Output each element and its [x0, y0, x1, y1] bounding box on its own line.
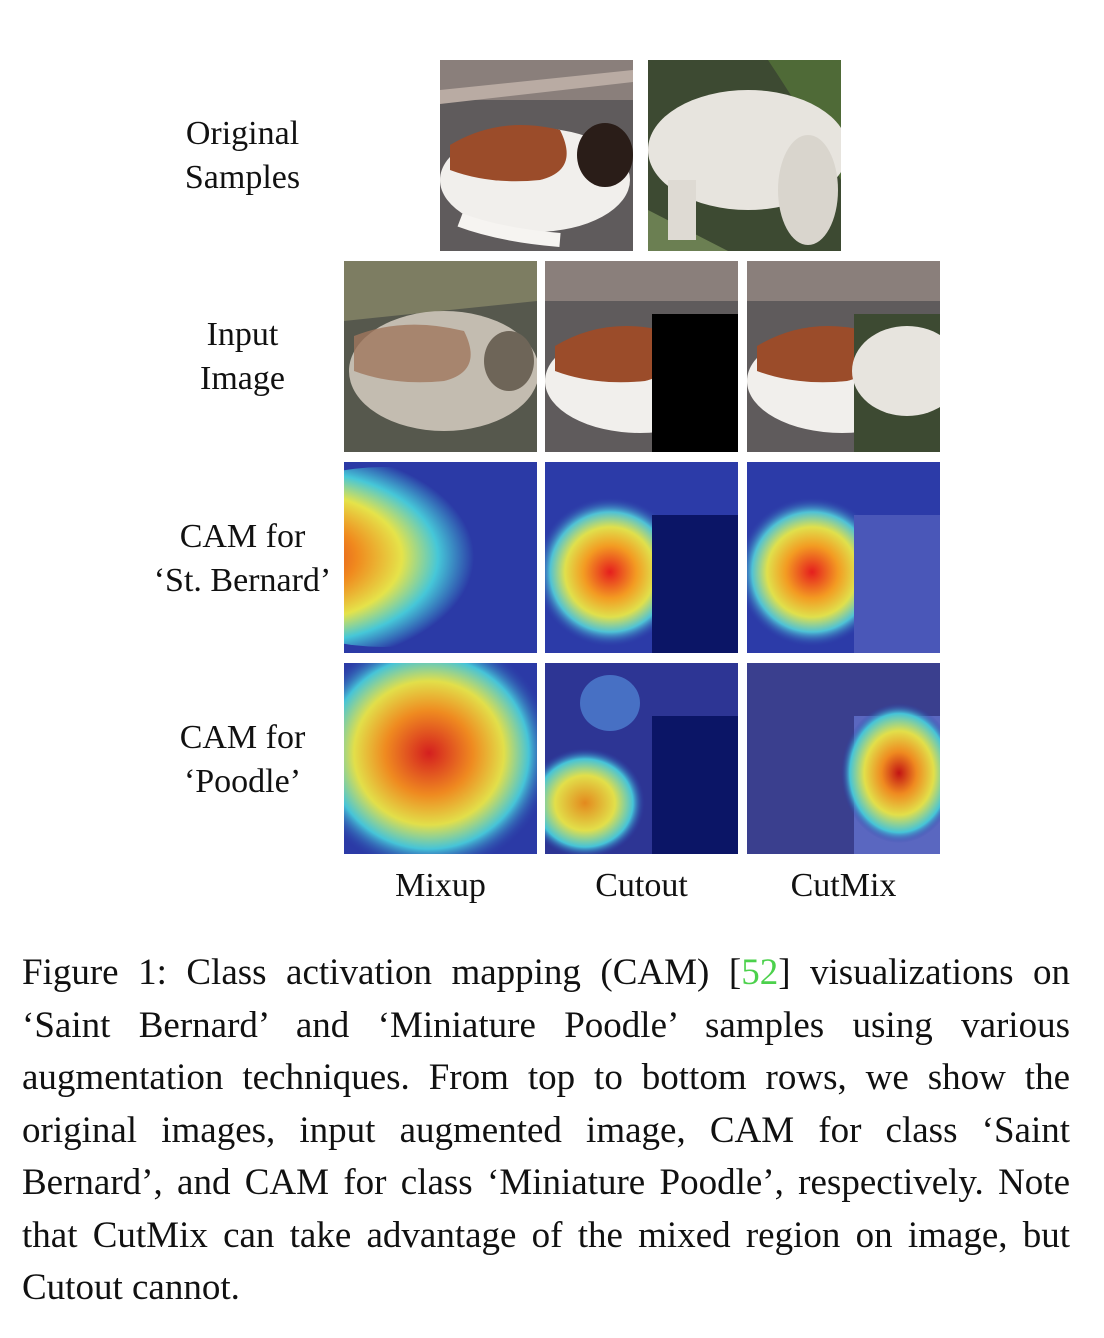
row-label-line: Input [206, 316, 279, 353]
cam-poodle-mixup [344, 663, 537, 854]
column-label-mixup: Mixup [395, 867, 486, 904]
input-mixup-image [344, 261, 537, 452]
row-label-line: ‘Poodle’ [183, 763, 302, 800]
row-label-line: CAM for [179, 719, 306, 756]
original-poodle-image [648, 60, 841, 251]
cam-poodle-cutmix [747, 663, 940, 854]
caption-prefix: Figure 1: Class activation mapping (CAM)… [22, 952, 742, 993]
citation-link[interactable]: 52 [741, 952, 779, 993]
row-label-line: Samples [184, 159, 301, 196]
row-label-input-image: Input Image [120, 313, 365, 401]
cam-st-bernard-cutmix [747, 462, 940, 653]
row-label-line: Original [185, 115, 300, 152]
row-label-line: ‘St. Bernard’ [153, 562, 332, 599]
input-cutout-image [545, 261, 738, 452]
cam-st-bernard-mixup [344, 462, 537, 653]
row-label-original-samples: Original Samples [120, 112, 365, 200]
row-label-line: CAM for [179, 518, 306, 555]
row-label-cam-poodle: CAM for ‘Poodle’ [120, 716, 365, 804]
row-label-line: Image [200, 360, 285, 397]
caption-text: Figure 1: Class activation mapping (CAM)… [22, 947, 1070, 1315]
cam-st-bernard-cutout [545, 462, 738, 653]
column-label-cutout: Cutout [595, 867, 688, 904]
row-label-cam-st-bernard: CAM for ‘St. Bernard’ [120, 515, 365, 603]
figure-caption: Figure 1: Class activation mapping (CAM)… [22, 947, 1070, 1315]
column-label-cutmix: CutMix [790, 867, 897, 904]
input-cutmix-image [747, 261, 940, 452]
original-st-bernard-image [440, 60, 633, 251]
caption-body: ] visualizations on ‘Saint Bernard’ and … [22, 952, 1070, 1308]
cam-poodle-cutout [545, 663, 738, 854]
